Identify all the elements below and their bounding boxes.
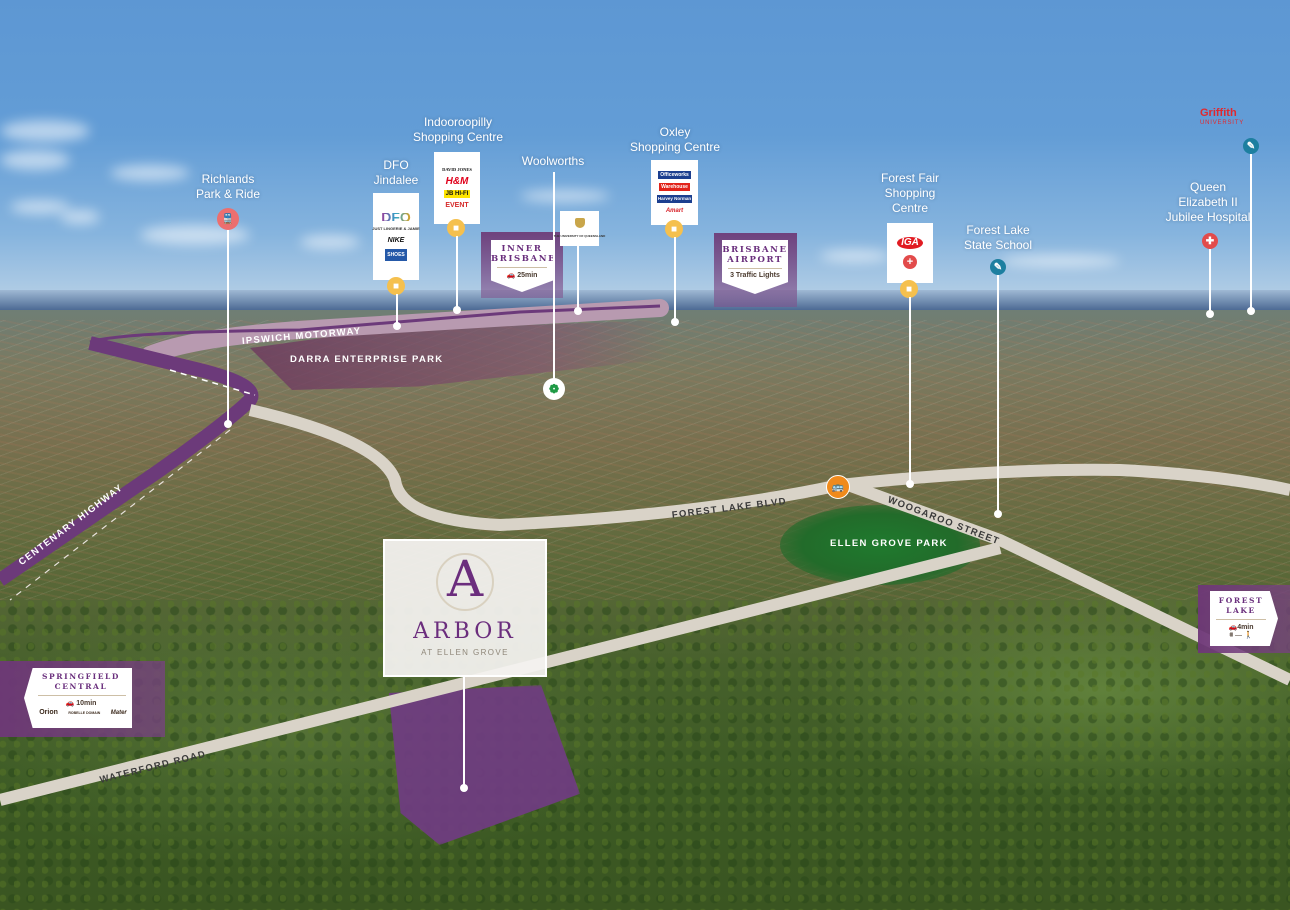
development-subtitle: AT ELLEN GROVE xyxy=(421,648,509,657)
arbor-logo-card[interactable]: A ARBOR AT ELLEN GROVE xyxy=(383,539,547,677)
poi-forest-lake-state-school[interactable]: Forest Lake State School xyxy=(963,223,1033,252)
ground xyxy=(0,310,1290,910)
medical-cross-icon: + xyxy=(903,255,917,269)
pencil-icon[interactable]: ✎ xyxy=(990,259,1006,275)
poi-dfo-jindalee[interactable]: DFO Jindalee xyxy=(373,158,419,187)
destination-inner-brisbane[interactable]: INNER BRISBANE 🚗 25min xyxy=(491,240,553,292)
picnic-icon: ⩩ xyxy=(1229,632,1234,639)
car-icon: 🚗 xyxy=(506,272,516,279)
uq-logo-card[interactable]: THE UNIVERSITY OF QUEENSLAND xyxy=(554,211,605,246)
shopping-bag-icon[interactable]: ■ xyxy=(447,219,465,237)
destination-springfield-central[interactable]: SPRINGFIELD CENTRAL 🚗 10min Orion ROBELL… xyxy=(24,668,132,728)
walking-icon: 🚶 xyxy=(1243,632,1253,639)
shopping-bag-icon[interactable]: ■ xyxy=(900,280,918,298)
oxley-logo-card: Officeworks Warehouse Harvey Norman Amar… xyxy=(651,160,698,225)
poi-woolworths[interactable]: Woolworths xyxy=(521,154,585,168)
poi-forest-fair[interactable]: Forest Fair Shopping Centre xyxy=(880,171,939,215)
bus-icon[interactable]: 🚌 xyxy=(826,475,850,499)
uq-crest-icon xyxy=(574,217,585,228)
development-name: ARBOR xyxy=(413,619,517,644)
area-label-darra: DARRA ENTERPRISE PARK xyxy=(290,354,444,365)
pencil-icon[interactable]: ✎ xyxy=(1243,138,1259,154)
shopping-bag-icon[interactable]: ■ xyxy=(387,277,405,295)
car-icon: 🚗 xyxy=(1228,624,1238,631)
arbor-monogram-icon: A xyxy=(436,553,494,611)
poi-indooroopilly[interactable]: Indooroopilly Shopping Centre xyxy=(412,115,504,144)
forest-fair-logo-card: IGA + xyxy=(887,223,933,283)
sky xyxy=(0,0,1290,300)
area-label-ellen-grove-park: ELLEN GROVE PARK xyxy=(830,538,948,549)
dfo-logo-card: DFO JUST LINGERIE & JAMIE NIKE SHOES xyxy=(372,193,420,280)
poi-richlands-park-ride[interactable]: Richlands Park & Ride xyxy=(195,172,261,201)
medical-cross-icon[interactable]: ✚ xyxy=(1202,233,1218,249)
shopping-bag-icon[interactable]: ■ xyxy=(665,220,683,238)
poi-qeii-hospital[interactable]: Queen Elizabeth II Jubilee Hospital xyxy=(1165,180,1251,224)
train-icon[interactable]: 🚆 xyxy=(217,208,239,230)
kayak-icon: ― xyxy=(1235,632,1243,639)
griffith-university-logo[interactable]: Griffith UNIVERSITY xyxy=(1200,107,1245,127)
destination-forest-lake[interactable]: FOREST LAKE 🚗4min ⩩ ― 🚶 xyxy=(1210,591,1278,646)
poi-oxley[interactable]: Oxley Shopping Centre xyxy=(629,125,721,154)
car-icon: 🚗 xyxy=(65,700,75,707)
site-marker xyxy=(460,784,468,792)
woolworths-icon[interactable]: ❁ xyxy=(543,378,565,400)
indooroopilly-logo-card: DAVID JONES H&M JB HI-FI EVENT xyxy=(434,152,480,224)
destination-brisbane-airport[interactable]: BRISBANE AIRPORT 3 Traffic Lights xyxy=(722,240,788,294)
